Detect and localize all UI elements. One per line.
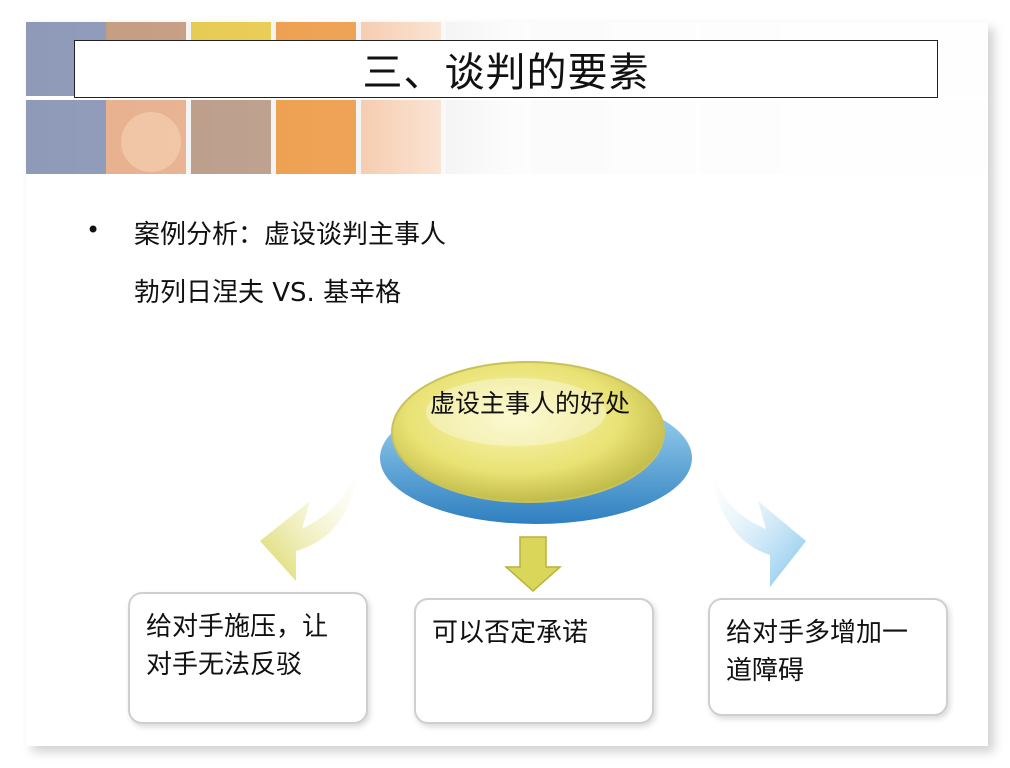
bullet-marker: • bbox=[86, 216, 101, 244]
center-disc-shape bbox=[380, 361, 692, 524]
benefit-box-pressure: 给对手施压，让对手无法反驳 bbox=[128, 592, 368, 724]
arrow-group bbox=[260, 463, 806, 593]
center-label: 虚设主事人的好处 bbox=[429, 389, 630, 418]
down-arrow-icon bbox=[504, 536, 562, 593]
left-arrow-icon bbox=[260, 463, 358, 581]
benefit-box-extra-barrier: 给对手多增加一道障碍 bbox=[708, 598, 948, 716]
benefit-box-deny-promise: 可以否定承诺 bbox=[414, 598, 654, 724]
slide-title: 三、谈判的要素 bbox=[74, 40, 938, 98]
bullet-text-case: 案例分析：虚设谈判主事人 bbox=[134, 220, 447, 250]
bullet-text-versus: 勃列日涅夫 VS. 基辛格 bbox=[134, 278, 402, 308]
right-arrow-icon bbox=[712, 469, 806, 587]
